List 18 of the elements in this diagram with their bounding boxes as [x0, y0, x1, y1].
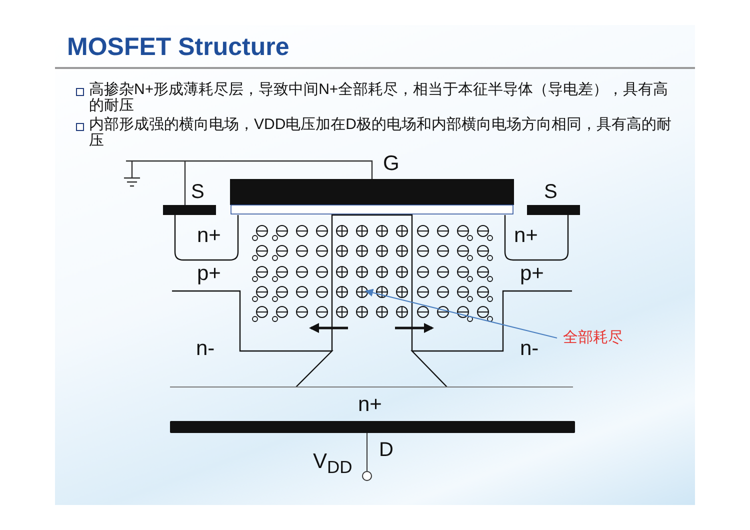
callout-label: 全部耗尽 [563, 330, 623, 345]
region-label: n- [196, 338, 215, 359]
terminal-label: V$_{DD}$ [313, 451, 352, 477]
bullet-text: 内部形成强的横向电场，VDD电压加在D极的电场和内部横向电场方向相同，具有高的耐压 [89, 117, 673, 149]
region-label: n+ [514, 225, 538, 246]
slide-title: MOSFET Structure [67, 35, 290, 60]
terminal-label: D [379, 440, 394, 460]
bullet-text: 高掺杂N+形成薄耗尽层，导致中间N+全部耗尽，相当于本征半导体（导电差），具有高的耐压 [89, 82, 670, 114]
region-label: p+ [520, 263, 544, 284]
n-column-region [331, 214, 413, 352]
region-label: p+ [197, 263, 221, 284]
region-label: n- [520, 338, 539, 359]
region-label: n+ [197, 225, 221, 246]
terminal-label: S [191, 182, 204, 202]
leader-line [365, 288, 558, 338]
terminal-label: G [383, 153, 400, 174]
terminal-label: S [544, 182, 558, 202]
region-label: n+ [358, 394, 382, 415]
